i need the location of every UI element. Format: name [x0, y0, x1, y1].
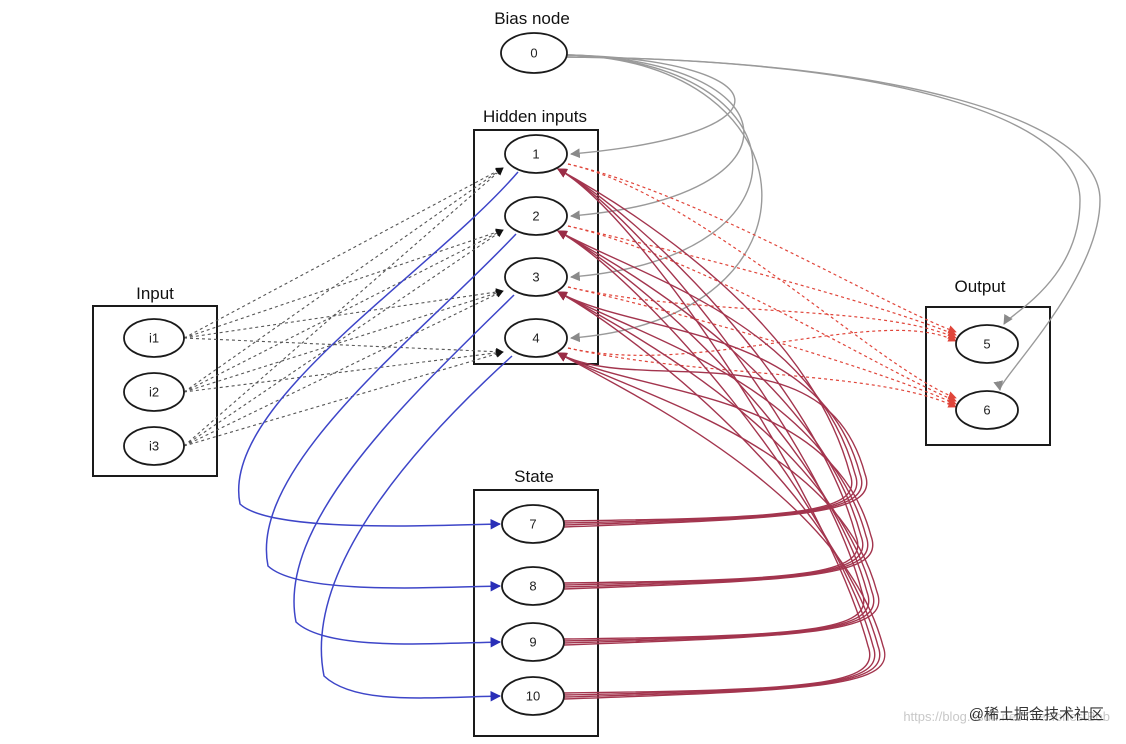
edge-bias-output-6	[566, 56, 1101, 391]
output-node-6-id: 6	[983, 403, 990, 418]
input-node-i3: i3	[123, 426, 185, 466]
hidden-node-3: 3	[504, 257, 568, 297]
edge-recurrent-state-8-hidden-3	[557, 291, 869, 588]
state-node-7: 7	[501, 504, 565, 544]
edge-recurrent-state-7-hidden-2	[557, 230, 858, 524]
edge-output-hidden-1-out-6	[567, 163, 957, 400]
edge-recurrent-state-9-hidden-4	[557, 352, 880, 646]
edge-output-hidden-2-out-5	[567, 225, 957, 337]
input-node-i1: i1	[123, 318, 185, 358]
input-node-i1-id: i1	[149, 331, 159, 346]
edge-input-i3-hidden-2	[183, 229, 504, 447]
edge-input-i2-hidden-1	[183, 167, 504, 393]
edge-output-hidden-4-out-6	[567, 347, 957, 408]
output-node-5-id: 5	[983, 337, 990, 352]
input-node-i2-id: i2	[149, 385, 159, 400]
watermark-text: @稀土掘金技术社区	[968, 706, 1104, 723]
edge-input-i2-hidden-4	[183, 349, 504, 393]
input-node-i2: i2	[123, 372, 185, 412]
input-node-i3-id: i3	[149, 439, 159, 454]
state-node-7-id: 7	[529, 517, 536, 532]
hidden-node-1-id: 1	[532, 147, 539, 162]
edge-recurrent-state-10-hidden-3	[557, 291, 881, 698]
state-node-8-id: 8	[529, 579, 536, 594]
bias-node: 0	[500, 32, 568, 74]
edge-input-i2-hidden-2	[183, 229, 504, 393]
hidden-node-2-id: 2	[532, 209, 539, 224]
edge-bias-hidden-4	[566, 54, 763, 343]
edge-recurrent-state-7-hidden-4	[557, 352, 868, 528]
edge-input-i1-hidden-1	[183, 167, 504, 339]
edge-copy-hidden-3-state-9	[293, 294, 515, 648]
hidden-node-2: 2	[504, 196, 568, 236]
edge-bias-hidden-1	[566, 54, 736, 159]
edge-output-hidden-3-out-6	[567, 286, 957, 405]
output-node-5: 5	[955, 324, 1019, 364]
edge-recurrent-state-9-hidden-2	[557, 230, 870, 642]
output-node-6: 6	[955, 390, 1019, 430]
state-node-9-id: 9	[529, 635, 536, 650]
hidden-node-3-id: 3	[532, 270, 539, 285]
edge-recurrent-state-10-hidden-4	[557, 352, 886, 700]
output-label: Output	[954, 277, 1005, 296]
edge-bias-hidden-3	[566, 54, 754, 282]
state-label: State	[514, 467, 554, 486]
edge-copy-hidden-2-state-8	[265, 233, 517, 592]
edge-output-hidden-3-out-5	[567, 286, 957, 339]
input-label: Input	[136, 284, 174, 303]
edge-recurrent-state-8-hidden-4	[557, 352, 874, 590]
edge-input-i3-hidden-3	[183, 290, 504, 447]
watermark-url: https://blog.csdn.net/TheHonestBob	[903, 709, 1110, 724]
hidden-node-1: 1	[504, 134, 568, 174]
edge-recurrent-state-9-hidden-1	[557, 168, 865, 640]
edge-recurrent-state-8-hidden-1	[557, 168, 859, 584]
edge-copy-hidden-1-state-7	[237, 171, 519, 530]
edge-input-i2-hidden-3	[183, 289, 504, 393]
bias-node-label: Bias node	[494, 9, 570, 28]
edge-recurrent-state-7-hidden-1	[557, 168, 853, 522]
edge-recurrent-state-10-hidden-2	[557, 230, 876, 696]
hidden-node-4-id: 4	[532, 331, 539, 346]
edge-recurrent-state-10-hidden-1	[557, 168, 871, 694]
bias-node-id: 0	[530, 46, 537, 61]
hidden-node-4: 4	[504, 318, 568, 358]
edge-output-hidden-4-out-5	[567, 329, 957, 356]
edge-input-i3-hidden-4	[183, 350, 504, 447]
edge-recurrent-state-8-hidden-2	[557, 230, 864, 586]
edge-output-hidden-1-out-5	[567, 163, 957, 334]
state-node-10-id: 10	[526, 689, 540, 704]
state-node-9: 9	[501, 622, 565, 662]
state-node-8: 8	[501, 566, 565, 606]
hidden-inputs-label: Hidden inputs	[483, 107, 587, 126]
edge-copy-hidden-4-state-10	[320, 355, 513, 702]
edge-input-i1-hidden-4	[183, 337, 504, 356]
state-node-10: 10	[501, 676, 565, 716]
edge-input-i3-hidden-1	[183, 167, 504, 447]
edge-input-i1-hidden-2	[183, 228, 504, 339]
edge-output-hidden-2-out-6	[567, 225, 957, 403]
connection-edges	[183, 54, 1101, 702]
edge-recurrent-state-7-hidden-3	[557, 291, 863, 526]
edge-recurrent-state-9-hidden-3	[557, 291, 875, 644]
